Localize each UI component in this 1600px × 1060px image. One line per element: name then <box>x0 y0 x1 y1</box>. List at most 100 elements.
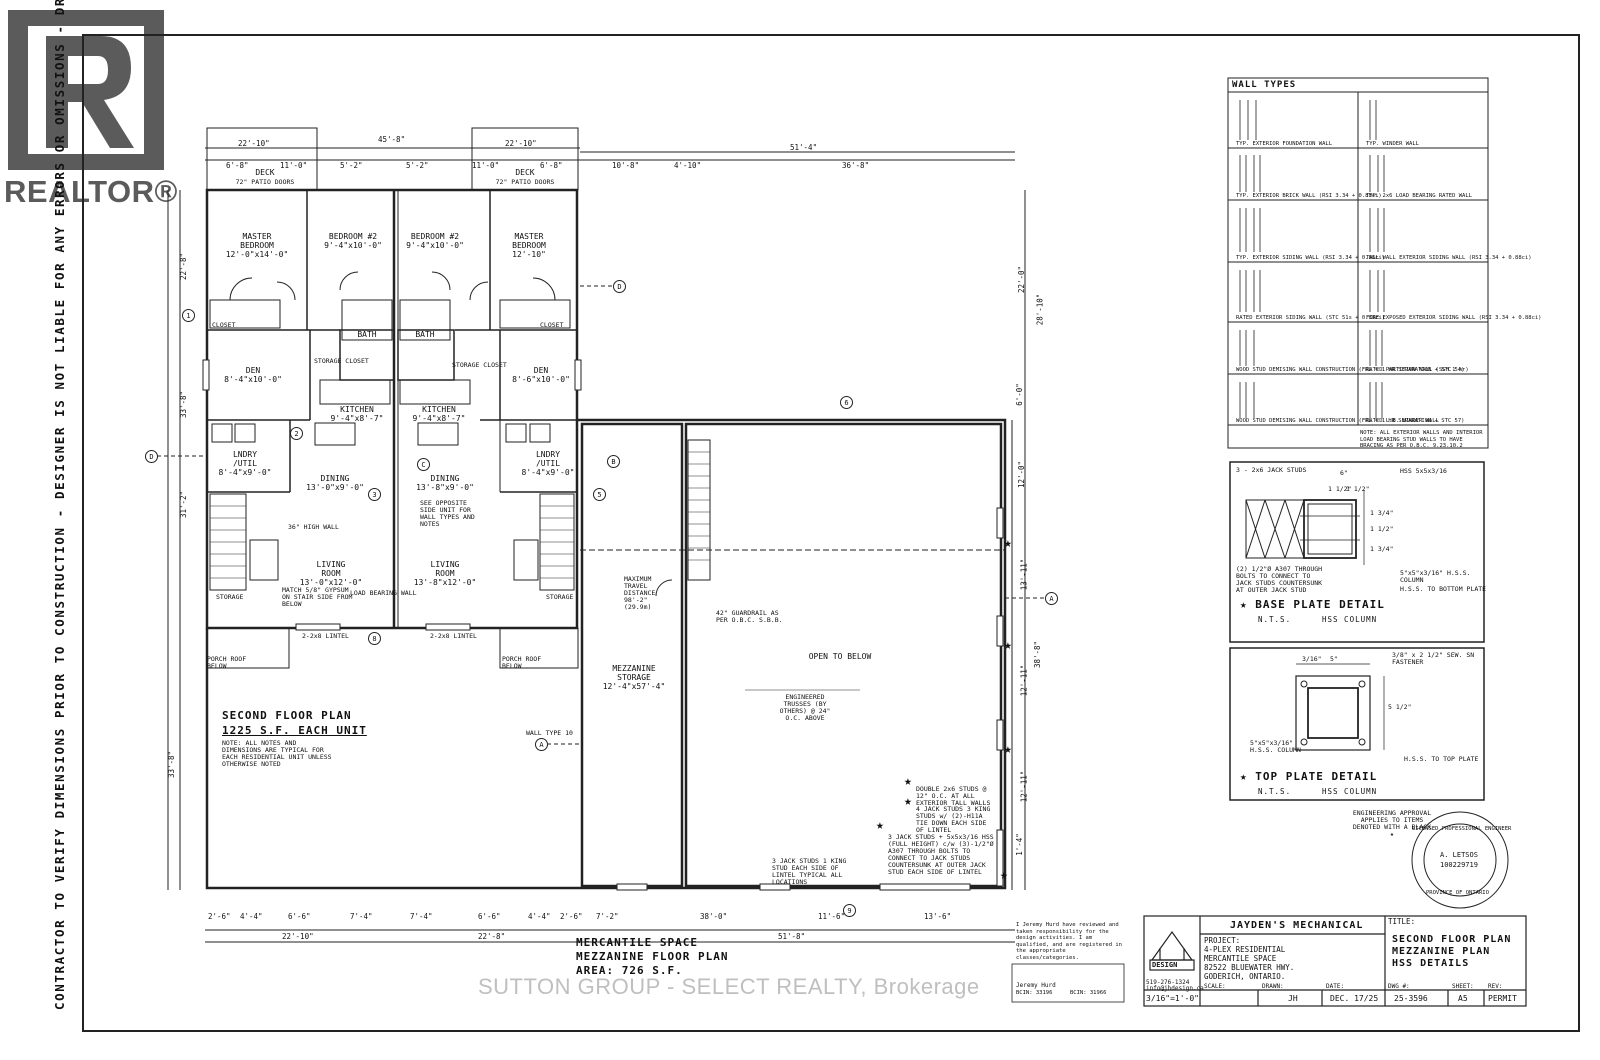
label-lintel: 2-2x8 LINTEL <box>430 632 477 640</box>
grid-marker: A <box>535 738 548 751</box>
base-plate-dim: 1 3/4" <box>1370 545 1394 553</box>
base-plate-dim: 1 3/4" <box>1370 509 1394 517</box>
title-block-date: DEC. 17/25 <box>1330 994 1379 1003</box>
title-block-dwg-label: DWG #: <box>1388 983 1410 990</box>
design-logo-icon <box>1149 930 1195 971</box>
dim-bottom: 7'-4" <box>350 912 373 921</box>
seal-top-text: LICENSED PROFESSIONAL ENGINEER <box>1412 826 1512 832</box>
dim-bottom: 4'-4" <box>528 912 551 921</box>
title-block-project-label: PROJECT: <box>1204 936 1241 945</box>
title-block-scale-label: SCALE: <box>1204 983 1226 990</box>
base-plate-dim: 1 1/2" <box>1370 525 1394 533</box>
dim-top: 5'-2" <box>340 161 363 170</box>
dim-bottom: 7'-2" <box>596 912 619 921</box>
wall-types-note: NOTE: ALL EXTERIOR WALLS AND INTERIOR LO… <box>1360 430 1483 449</box>
title-block-sheet: A5 <box>1458 994 1468 1003</box>
mezzanine-title: MERCANTILE SPACE <box>576 936 698 949</box>
dim-right: 1'-4" <box>1014 833 1024 856</box>
wall-type-item: TYP. EXTERIOR BRICK WALL (RSI 3.34 + 0.8… <box>1236 193 1382 199</box>
room-label: OPEN TO BELOW <box>808 652 872 661</box>
dim-bottom: 7'-4" <box>410 912 433 921</box>
engineering-star-icon: ★ <box>904 774 912 789</box>
base-plate-scale: N.T.S. <box>1258 615 1292 624</box>
label-high-wall: 36" HIGH WALL <box>288 523 339 531</box>
engineering-star-icon: ★ <box>1004 638 1012 653</box>
top-plate-column: HSS COLUMN <box>1322 787 1378 796</box>
top-plate-dim: 5 1/2" <box>1388 703 1412 711</box>
dim-right: 12'-0" <box>1017 460 1027 489</box>
dim-top: 6'-8" <box>226 161 249 170</box>
title-block-title-line: HSS DETAILS <box>1392 958 1470 969</box>
wall-type-item: FIRE EXPOSED EXTERIOR SIDING WALL (RSI 3… <box>1366 315 1542 321</box>
label-guard: 42" GUARDRAIL AS PER O.B.C. S.B.B. <box>716 609 783 624</box>
grid-marker: 6 <box>840 396 853 409</box>
realtor-wordmark: REALTOR® <box>4 174 178 209</box>
title-block-drawn-label: DRAWN: <box>1262 983 1284 990</box>
base-plate-label: (2) 1/2"Ø A307 THROUGH BOLTS TO CONNECT … <box>1236 565 1323 594</box>
grid-marker: B <box>607 455 620 468</box>
dim-bottom: 38'-0" <box>700 912 728 921</box>
base-plate-label: H.S.S. TO BOTTOM PLATE <box>1400 585 1487 593</box>
label-load-bearing: LOAD BEARING WALL <box>350 589 417 597</box>
grid-marker: C <box>417 458 430 471</box>
dim-bottom: 6'-6" <box>288 912 311 921</box>
dim-left: 31'-2" <box>179 490 189 519</box>
title-block-scale: 3/16"=1'-0" <box>1146 994 1199 1003</box>
engineering-star-icon: ★ <box>1004 742 1012 757</box>
wall-type-item: TALL WALL EXTERIOR SIDING WALL (RSI 3.34… <box>1366 255 1532 261</box>
title-block-date-label: DATE: <box>1326 983 1345 990</box>
realtor-r-icon <box>8 10 164 170</box>
dim-top: 36'-8" <box>842 161 870 170</box>
wall-type-item: WOOD STUD DEMISING WALL CONSTRUCTION (FR… <box>1236 418 1465 424</box>
label-wall-type-10: WALL TYPE 10 <box>526 729 573 737</box>
dim-bottom: 13'-6" <box>924 912 952 921</box>
engineering-star-icon: ★ <box>1240 598 1256 611</box>
realtor-logo <box>6 8 166 208</box>
title-block-project-line: 82522 BLUEWATER HWY. <box>1204 963 1295 972</box>
wall-type-item: RATED PARTITION WALL (SSH 1 hr) <box>1366 367 1469 373</box>
label-jack-studs-3: 3 JACK STUDS + 5x5x3/16 HSS (FULL HEIGHT… <box>888 833 994 876</box>
label-storage-closet: STORAGE CLOSET <box>314 357 369 365</box>
dim-left: 22'-8" <box>179 252 189 281</box>
wall-type-item: TYP. EXTERIOR SIDING WALL (RSI 3.34 + 0.… <box>1236 255 1386 261</box>
dim-right: 38'-8" <box>1033 640 1043 669</box>
title-block-title-line: SECOND FLOOR PLAN <box>1392 934 1512 945</box>
title-block-sheet-label: SHEET: <box>1452 983 1474 990</box>
dim-right: 28'-10" <box>1035 293 1045 326</box>
grid-marker: 3 <box>368 488 381 501</box>
dim-right: 22'-0" <box>1017 265 1027 294</box>
mezzanine-title: MEZZANINE FLOOR PLAN <box>576 950 729 963</box>
base-plate-dim: 1 1/2" <box>1346 485 1370 493</box>
dim-bottom: 2'-6" <box>560 912 583 921</box>
grid-marker: 1 <box>182 309 195 322</box>
engineering-star-icon: ★ <box>1240 770 1256 783</box>
label-porch-roof: PORCH ROOF BELOW <box>502 655 542 670</box>
engineering-approval: ENGINEERING APPROVAL APPLIES TO ITEMS DE… <box>1352 809 1432 838</box>
engineering-star-icon: ★ <box>876 818 884 833</box>
design-logo-text: DESIGN <box>1152 961 1178 969</box>
grid-marker: 9 <box>843 904 856 917</box>
title-block-email: info@jhdesign.ca <box>1146 985 1204 992</box>
dim-top: 6'-8" <box>540 161 563 170</box>
dim-top: 22'-10" <box>238 139 270 148</box>
agency-watermark: SUTTON GROUP - SELECT REALTY, Brokerage <box>478 974 980 999</box>
top-plate-title: ★ TOP PLATE DETAIL <box>1240 770 1378 783</box>
wall-type-item: TYP. 2x6 LOAD BEARING RATED WALL <box>1366 193 1472 199</box>
wall-type-item: RATED EXTERIOR SIDING WALL (STC 51s + 0.… <box>1236 315 1386 321</box>
label-storage-closet: STORAGE CLOSET <box>452 361 507 369</box>
label-min-travel: MAXIMUM TRAVEL DISTANCE 98'-2" (29.9m) <box>624 575 656 611</box>
engineering-star-icon: ★ <box>1000 868 1008 883</box>
title-block-rev: PERMIT <box>1488 994 1517 1003</box>
dim-bottom: 22'-8" <box>478 932 506 941</box>
